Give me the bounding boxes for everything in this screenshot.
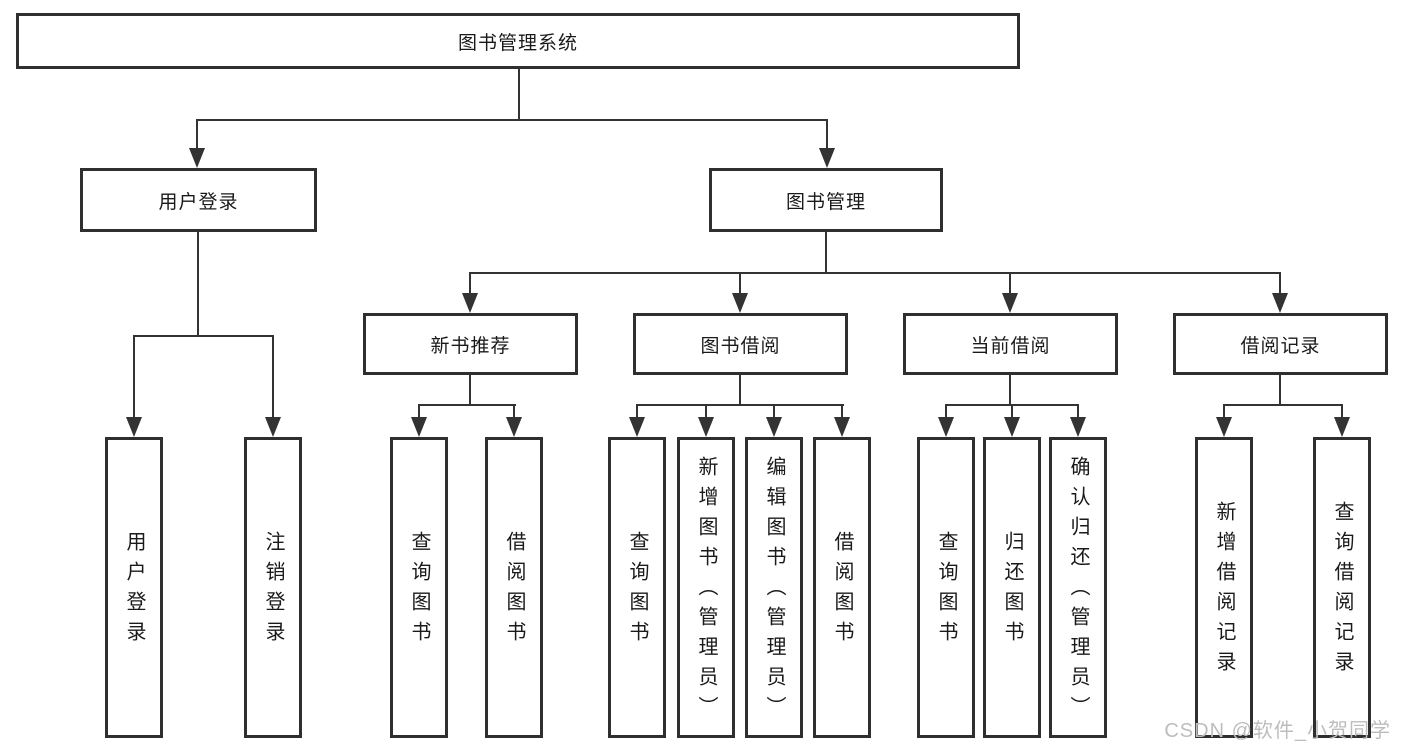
connector-line — [518, 69, 520, 121]
leaf-query-borrow-record: 查询借阅记录 — [1313, 437, 1371, 738]
connector-line — [705, 404, 707, 418]
connector-line — [1341, 404, 1343, 418]
node-root: 图书管理系统 — [16, 13, 1020, 69]
connector-line — [1011, 404, 1013, 418]
connector-line — [636, 404, 638, 418]
arrow-down-icon — [411, 417, 427, 437]
connector-line — [1077, 404, 1079, 418]
leaf-query-book-recommend: 查询图书 — [390, 437, 448, 738]
connector-line — [636, 404, 844, 406]
connector-line — [841, 404, 843, 418]
arrow-down-icon — [462, 293, 478, 313]
leaf-user-login: 用户登录 — [105, 437, 163, 738]
connector-line — [513, 404, 515, 418]
arrow-down-icon — [766, 417, 782, 437]
arrow-down-icon — [126, 417, 142, 437]
connector-line — [133, 335, 274, 337]
arrow-down-icon — [1070, 417, 1086, 437]
connector-line — [469, 272, 471, 294]
leaf-return-book: 归还图书 — [983, 437, 1041, 738]
arrow-down-icon — [1004, 417, 1020, 437]
connector-line — [1279, 272, 1281, 294]
connector-line — [945, 404, 947, 418]
arrow-down-icon — [1334, 417, 1350, 437]
connector-line — [272, 335, 274, 418]
arrow-down-icon — [189, 148, 205, 168]
leaf-add-book-admin: 新增图书（管理员） — [677, 437, 735, 738]
watermark: CSDN @软件_小贺同学 — [1164, 720, 1391, 742]
arrow-down-icon — [1272, 293, 1288, 313]
connector-line — [1279, 375, 1281, 406]
arrow-down-icon — [698, 417, 714, 437]
arrow-down-icon — [819, 148, 835, 168]
node-book-borrow: 图书借阅 — [633, 313, 848, 375]
connector-line — [418, 404, 420, 418]
leaf-edit-book-admin: 编辑图书（管理员） — [745, 437, 803, 738]
connector-line — [1223, 404, 1225, 418]
arrow-down-icon — [629, 417, 645, 437]
connector-line — [826, 119, 828, 149]
node-new-book-recommend: 新书推荐 — [363, 313, 578, 375]
leaf-confirm-return-admin: 确认归还（管理员） — [1049, 437, 1107, 738]
leaf-borrow-book-recommend: 借阅图书 — [485, 437, 543, 738]
arrow-down-icon — [938, 417, 954, 437]
leaf-query-book: 查询图书 — [608, 437, 666, 738]
arrow-down-icon — [732, 293, 748, 313]
node-current-borrow: 当前借阅 — [903, 313, 1118, 375]
connector-line — [739, 375, 741, 406]
connector-line — [133, 335, 135, 418]
node-borrow-records: 借阅记录 — [1173, 313, 1388, 375]
connector-line — [1009, 272, 1011, 294]
arrow-down-icon — [506, 417, 522, 437]
node-book-management: 图书管理 — [709, 168, 943, 232]
connector-line — [773, 404, 775, 418]
arrow-down-icon — [1216, 417, 1232, 437]
leaf-add-borrow-record: 新增借阅记录 — [1195, 437, 1253, 738]
connector-line — [1009, 375, 1011, 406]
connector-line — [825, 232, 827, 274]
arrow-down-icon — [1002, 293, 1018, 313]
connector-line — [418, 404, 516, 406]
connector-line — [739, 272, 741, 294]
leaf-borrow-book: 借阅图书 — [813, 437, 871, 738]
arrow-down-icon — [834, 417, 850, 437]
connector-line — [1223, 404, 1343, 406]
connector-line — [196, 119, 828, 121]
leaf-logout: 注销登录 — [244, 437, 302, 738]
connector-line — [469, 375, 471, 406]
connector-line — [469, 272, 1281, 274]
node-user-login: 用户登录 — [80, 168, 317, 232]
connector-line — [197, 232, 199, 337]
arrow-down-icon — [265, 417, 281, 437]
connector-line — [196, 119, 198, 149]
leaf-query-current: 查询图书 — [917, 437, 975, 738]
